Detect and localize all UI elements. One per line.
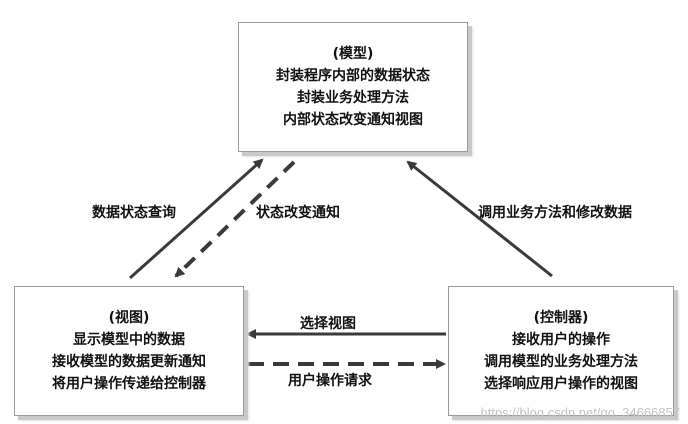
model-line-2: 封装业务处理方法 bbox=[297, 90, 409, 106]
controller-line-3: 选择响应用户操作的视图 bbox=[484, 376, 638, 392]
view-title: (视图) bbox=[108, 310, 150, 326]
label-view-to-model: 数据状态查询 bbox=[92, 205, 176, 221]
view-line-1: 显示模型中的数据 bbox=[73, 332, 185, 348]
model-box: (模型) 封装程序内部的数据状态 封装业务处理方法 内部状态改变通知视图 bbox=[238, 22, 468, 152]
view-line-2: 接收模型的数据更新通知 bbox=[52, 354, 206, 370]
controller-line-2: 调用模型的业务处理方法 bbox=[484, 354, 638, 370]
arrow-view-to-model bbox=[129, 158, 264, 280]
label-view-to-controller: 用户操作请求 bbox=[288, 373, 372, 389]
model-line-3: 内部状态改变通知视图 bbox=[283, 112, 423, 128]
label-model-to-view: 状态改变通知 bbox=[256, 205, 340, 221]
model-line-1: 封装程序内部的数据状态 bbox=[276, 68, 430, 84]
view-box: (视图) 显示模型中的数据 接收模型的数据更新通知 将用户操作传递给控制器 bbox=[14, 286, 244, 416]
controller-box: (控制器) 接收用户的操作 调用模型的业务处理方法 选择响应用户操作的视图 bbox=[448, 286, 674, 416]
label-controller-to-model: 调用业务方法和修改数据 bbox=[478, 205, 632, 221]
controller-line-1: 接收用户的操作 bbox=[512, 332, 610, 348]
watermark: https://blog.csdn.net/qq_34666857 bbox=[480, 405, 681, 420]
arrow-model-to-view bbox=[174, 160, 296, 278]
view-line-3: 将用户操作传递给控制器 bbox=[52, 376, 206, 392]
label-controller-to-view: 选择视图 bbox=[300, 316, 356, 332]
model-title: (模型) bbox=[332, 46, 374, 62]
controller-title: (控制器) bbox=[533, 310, 589, 326]
arrow-controller-to-model bbox=[406, 160, 553, 278]
